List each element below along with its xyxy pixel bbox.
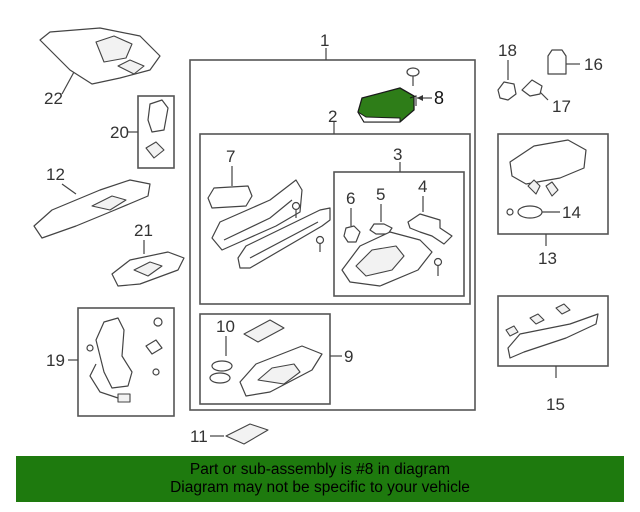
callout-17[interactable]: 17	[552, 97, 571, 116]
assembly-box-19	[77, 307, 175, 417]
callout-22[interactable]: 22	[44, 89, 63, 108]
banner-line-2: Diagram may not be specific to your vehi…	[170, 479, 470, 496]
part-20-shift-knob	[147, 99, 169, 133]
callout-3[interactable]: 3	[393, 145, 402, 164]
part-14-grommet	[517, 205, 543, 219]
callout-12[interactable]: 12	[46, 165, 65, 184]
screw-icon	[406, 67, 420, 86]
callout-4[interactable]: 4	[418, 177, 427, 196]
assembly-box-2	[199, 133, 471, 305]
callout-19[interactable]: 19	[46, 351, 65, 370]
callout-7[interactable]: 7	[226, 147, 235, 166]
callout-16[interactable]: 16	[584, 55, 603, 74]
callout-11[interactable]: 11	[190, 427, 208, 446]
part-7-trim-piece	[207, 185, 253, 209]
part-8-armrest-lid[interactable]	[357, 87, 417, 123]
cup-holder-insert	[211, 360, 233, 372]
part-15-side-trim	[507, 313, 599, 359]
callout-2[interactable]: 2	[328, 107, 337, 126]
assembly-box-1	[189, 59, 476, 411]
part-12-trim-panel	[33, 179, 151, 239]
part-17-hose	[521, 79, 543, 97]
screw-icon	[315, 235, 325, 252]
assembly-box-3	[333, 171, 465, 297]
callout-13[interactable]: 13	[538, 249, 557, 268]
console-rail	[237, 207, 331, 269]
screw-icon	[433, 257, 443, 276]
callout-8[interactable]: 8	[434, 88, 444, 108]
callout-10[interactable]: 10	[216, 317, 235, 336]
console-side-panel	[211, 179, 303, 251]
callout-5[interactable]: 5	[376, 185, 385, 204]
assembly-box-13	[497, 133, 609, 235]
assembly-box-15	[497, 295, 609, 367]
banner-line-1: Part or sub-assembly is #8 in diagram	[189, 461, 451, 478]
callout-6[interactable]: 6	[346, 189, 355, 208]
callout-15[interactable]: 15	[546, 395, 565, 414]
part-10-mat	[243, 319, 285, 343]
assembly-box-9	[199, 313, 331, 405]
part-18-clip	[497, 81, 517, 101]
part-6-clip	[343, 225, 361, 243]
part-11-mat	[225, 423, 269, 445]
callout-20[interactable]: 20	[110, 123, 129, 142]
part-22-console-top	[39, 27, 161, 85]
callout-14[interactable]: 14	[562, 203, 581, 222]
callout-1[interactable]: 1	[320, 31, 329, 50]
callout-21[interactable]: 21	[134, 221, 153, 240]
callout-18[interactable]: 18	[498, 41, 517, 60]
part-19-shifter-assembly	[95, 317, 133, 389]
part-4-bracket	[407, 213, 453, 245]
screw-icon	[291, 201, 301, 218]
part-16-cap	[547, 49, 567, 75]
part-5-retainer	[369, 223, 393, 235]
disclaimer-banner: Part or sub-assembly is #8 in diagram Di…	[16, 456, 624, 502]
part-13-armrest-base	[509, 139, 587, 185]
callout-9[interactable]: 9	[344, 347, 353, 366]
